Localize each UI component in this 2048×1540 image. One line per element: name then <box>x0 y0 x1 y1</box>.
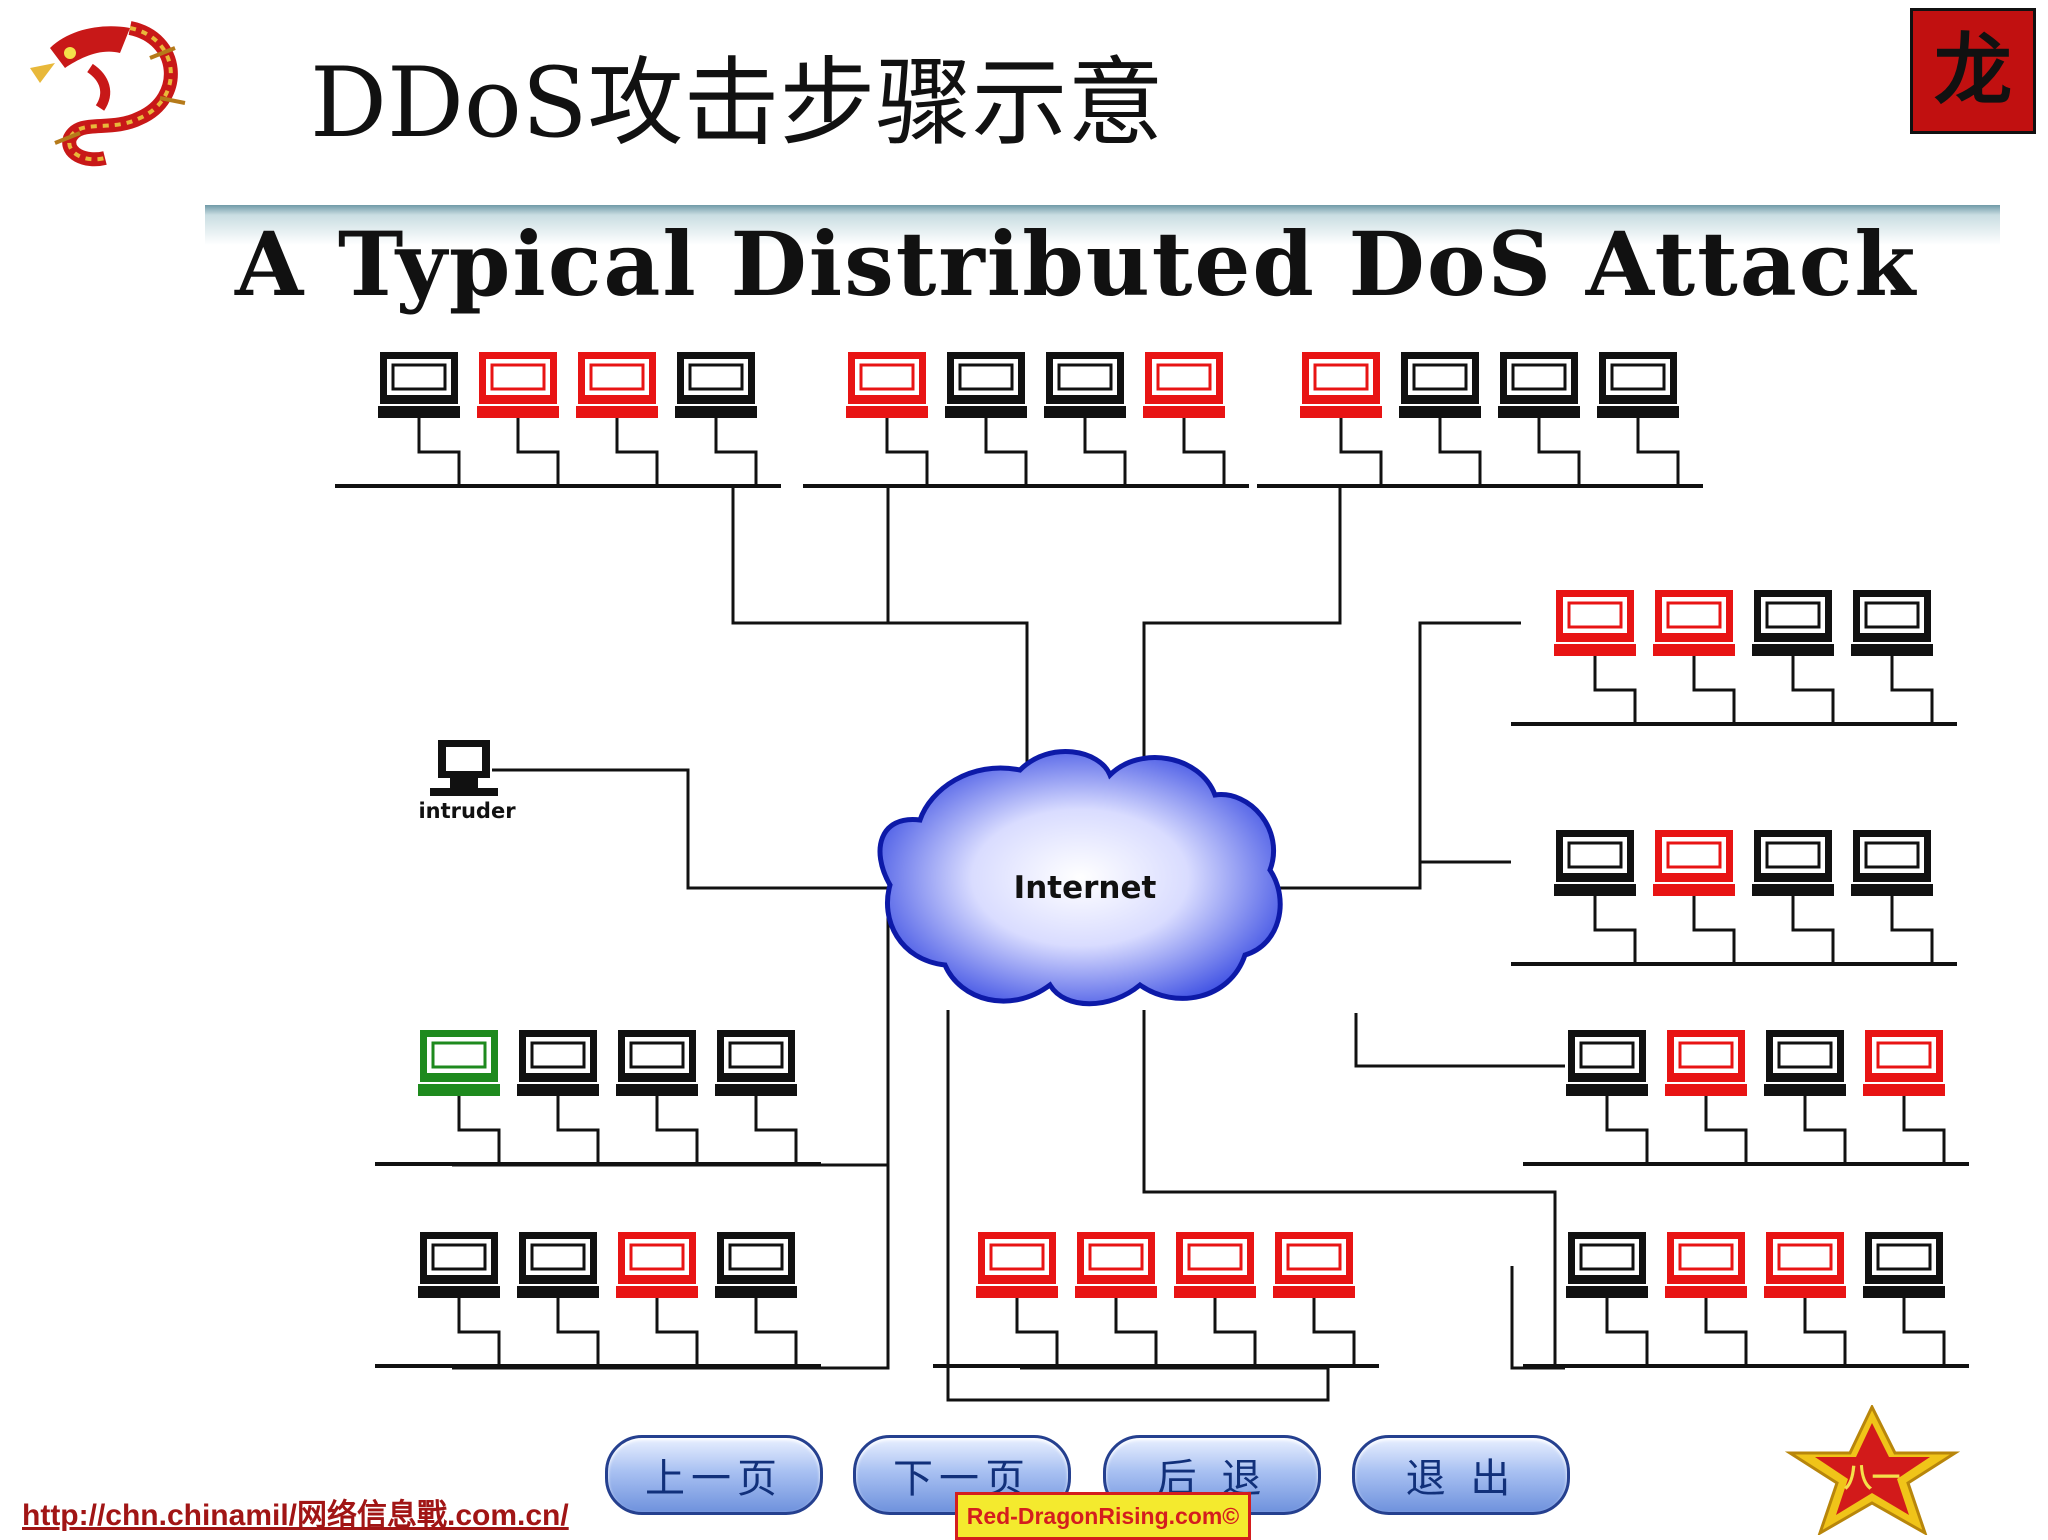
normal-computer <box>1752 590 1834 656</box>
zombie-computer <box>1665 1030 1747 1096</box>
zombie-computer <box>576 352 658 418</box>
corner-seal-glyph: 龙 <box>1933 25 2012 116</box>
normal-computer <box>378 352 460 418</box>
internet-label: Internet <box>1014 870 1157 906</box>
zombie-computer <box>1300 352 1382 418</box>
normal-computer <box>418 1232 500 1298</box>
normal-computer <box>1764 1030 1846 1096</box>
zombie-computer <box>1554 590 1636 656</box>
prev-page-button[interactable]: 上一页 <box>605 1435 823 1515</box>
zombie-computer <box>1075 1232 1157 1298</box>
computer-group-right-4 <box>1566 1232 1945 1298</box>
normal-computer <box>1044 352 1126 418</box>
zombie-computer <box>616 1232 698 1298</box>
computer-group-top-right <box>1300 352 1679 418</box>
computer-group-top-middle <box>846 352 1225 418</box>
red-star-emblem: 八一 <box>1784 1405 1961 1535</box>
normal-computer <box>1851 830 1933 896</box>
zombie-computer <box>1764 1232 1846 1298</box>
zombie-computer <box>1273 1232 1355 1298</box>
normal-computer <box>616 1030 698 1096</box>
victim-computer <box>418 1030 500 1096</box>
normal-computer <box>1752 830 1834 896</box>
normal-computer <box>945 352 1027 418</box>
normal-computer <box>1498 352 1580 418</box>
zombie-computer <box>976 1232 1058 1298</box>
intruder-computer: intruder <box>418 740 516 823</box>
normal-computer <box>1851 590 1933 656</box>
zombie-computer <box>1653 830 1735 896</box>
diagram-banner-title: A Typical Distributed DoS Attack <box>235 212 1918 316</box>
footer-url-link[interactable]: http://chn.chinamil/网络信息戰.com.cn/ <box>22 1499 569 1532</box>
normal-computer <box>517 1232 599 1298</box>
zombie-computer <box>1174 1232 1256 1298</box>
normal-computer <box>1863 1232 1945 1298</box>
computer-group-right-3 <box>1566 1030 1945 1096</box>
internet-cloud: Internet <box>877 749 1283 1007</box>
normal-computer <box>1597 352 1679 418</box>
normal-computer <box>517 1030 599 1096</box>
normal-computer <box>1399 352 1481 418</box>
corner-seal: 龙 <box>1910 8 2036 134</box>
normal-computer <box>1566 1232 1648 1298</box>
normal-computer <box>715 1232 797 1298</box>
dragon-logo <box>30 21 186 167</box>
slide-title: DDoS攻击步骤示意 <box>310 47 1164 159</box>
computer-group-left-2 <box>418 1232 797 1298</box>
diagram-banner <box>205 205 2000 310</box>
normal-computer <box>715 1030 797 1096</box>
intruder-label: intruder <box>418 799 516 823</box>
star-glyph: 八一 <box>1844 1461 1900 1494</box>
normal-computer <box>675 352 757 418</box>
zombie-computer <box>477 352 559 418</box>
computer-group-left-1 <box>418 1030 797 1096</box>
computer-group-bottom-middle <box>976 1232 1355 1298</box>
watermark-badge: Red-DragonRising.com© <box>955 1492 1251 1540</box>
computer-groups <box>378 352 1945 1298</box>
zombie-computer <box>1653 590 1735 656</box>
computer-group-right-1 <box>1554 590 1933 656</box>
zombie-computer <box>1143 352 1225 418</box>
normal-computer <box>1566 1030 1648 1096</box>
network-wires <box>335 418 1969 1402</box>
computer-group-top-left <box>378 352 757 418</box>
normal-computer <box>1554 830 1636 896</box>
zombie-computer <box>846 352 928 418</box>
zombie-computer <box>1665 1232 1747 1298</box>
computer-group-right-2 <box>1554 830 1933 896</box>
zombie-computer <box>1863 1030 1945 1096</box>
exit-button[interactable]: 退 出 <box>1352 1435 1570 1515</box>
